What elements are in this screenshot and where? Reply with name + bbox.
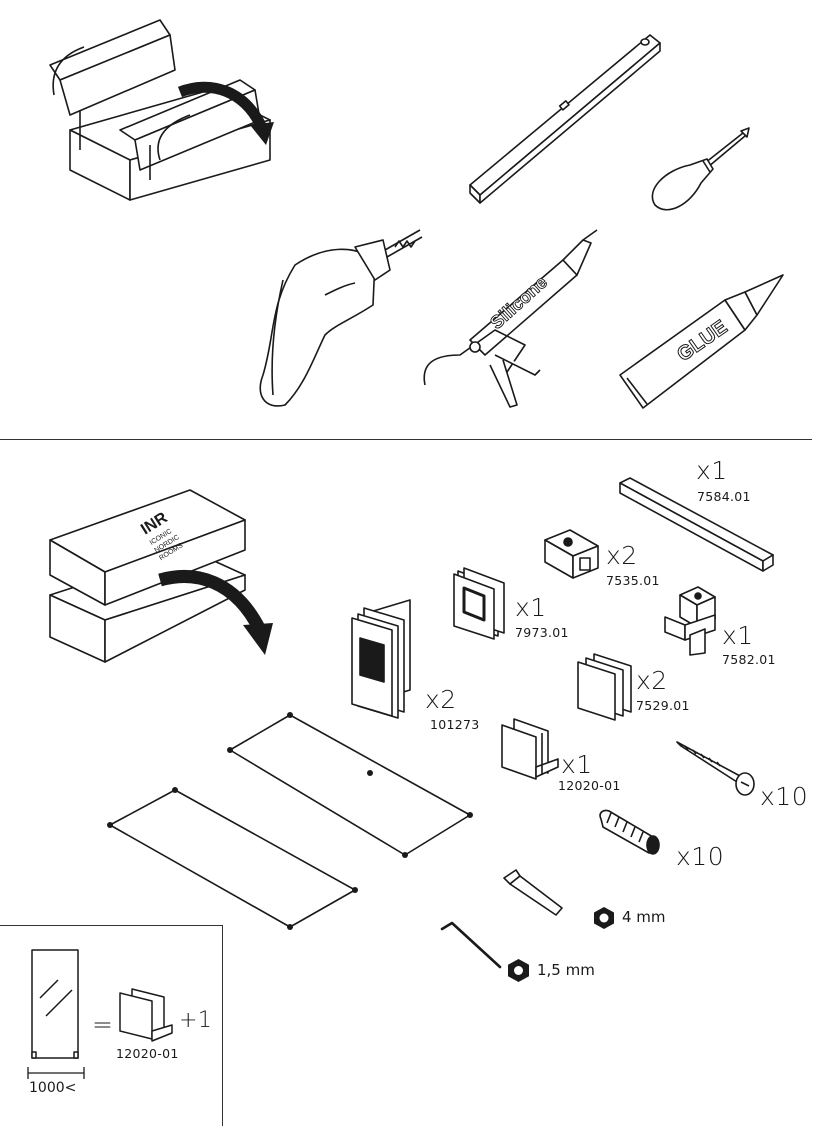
drill-icon (259, 229, 423, 407)
screw-icon (676, 741, 755, 796)
allen-key-large-icon (503, 869, 563, 916)
part-code: 7529.01 (636, 698, 690, 713)
glue-tube-icon: GLUE (619, 274, 784, 409)
part-qty: x2 (606, 541, 638, 570)
profile-bar-icon (619, 477, 774, 572)
silicone-gun-icon: Silicone (423, 229, 598, 408)
part-qty: x10 (676, 842, 725, 871)
equals-sign: = (92, 1010, 114, 1039)
corner-clip-small-icon (119, 988, 173, 1042)
hinge-icon (351, 599, 411, 719)
hex-1-5mm-icon (508, 959, 529, 982)
part-code: 7973.01 (515, 625, 569, 640)
part-qty: x10 (760, 782, 809, 811)
wall-plug-icon (599, 809, 660, 855)
width-label: 1000< (29, 1080, 77, 1096)
corner-clip-icon (501, 718, 559, 780)
plus-one: +1 (179, 1008, 213, 1033)
part-qty: x1 (722, 621, 754, 650)
part-code: 7584.01 (697, 489, 751, 504)
part-code: 12020-01 (558, 778, 621, 793)
part-code: 7535.01 (606, 573, 660, 588)
part-qty: x1 (696, 456, 728, 485)
glass-panels-icon (107, 712, 473, 930)
allen-key-small-icon (440, 921, 502, 969)
part-code: 101273 (430, 717, 480, 732)
clamp-icon (544, 529, 599, 579)
key-size-label: 4 mm (622, 908, 666, 926)
width-dimension-icon (27, 1067, 85, 1079)
frame-plate-icon (453, 567, 505, 640)
note-box (0, 925, 223, 1126)
part-qty: x1 (515, 593, 547, 622)
part-qty: x2 (425, 685, 457, 714)
toolbox-icon (49, 19, 274, 201)
glass-door-icon (31, 949, 79, 1059)
glass-clip-icon (577, 653, 632, 721)
key-size-label: 1,5 mm (537, 961, 595, 979)
hex-4mm-icon (594, 907, 614, 929)
part-qty: x2 (636, 666, 668, 695)
bracket-icon (664, 586, 716, 656)
package-box-icon: INR ICONIC NORDIC ROOMS (49, 489, 273, 663)
part-code: 7582.01 (722, 652, 776, 667)
note-code: 12020-01 (116, 1046, 179, 1061)
part-qty: x1 (561, 750, 593, 779)
section-divider (0, 439, 812, 440)
spirit-level-icon (469, 34, 661, 204)
screwdriver-icon (651, 127, 750, 211)
